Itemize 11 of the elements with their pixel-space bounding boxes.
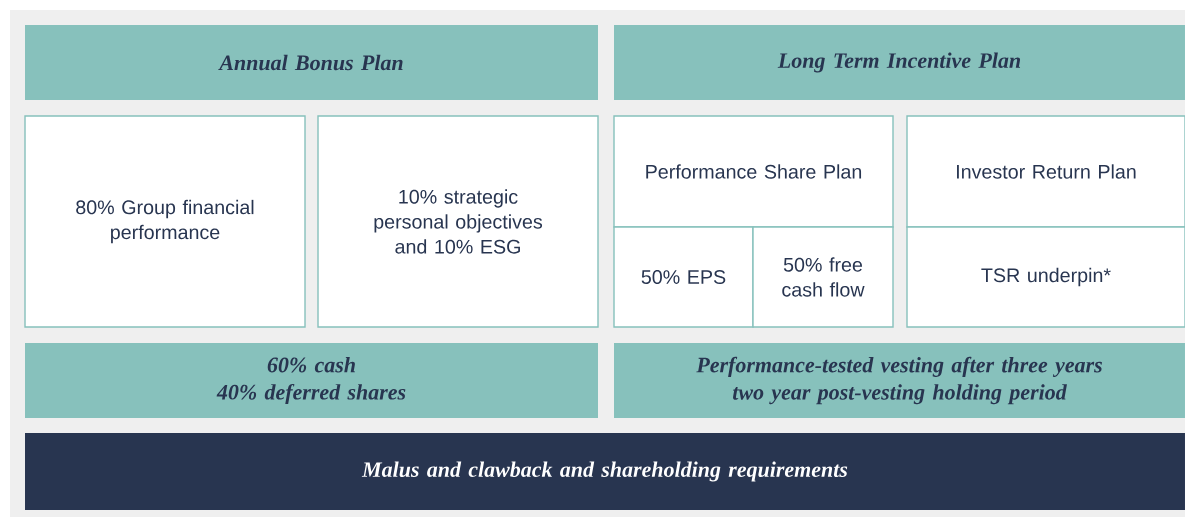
text-box: TSR underpin* [906,226,1185,328]
header-band: Long Term Incentive Plan [614,25,1185,100]
text-box: 10% strategic personal objectives and 10% ESG [317,115,599,328]
text-box: 50% EPS [613,226,754,328]
footer-band: Malus and clawback and shareholding requirements [25,433,1185,510]
header-band: Performance-tested vesting after three years two year post-vesting holding period [614,343,1185,418]
text-box: 50% free cash flow [752,226,894,328]
header-band: Annual Bonus Plan [25,25,598,100]
text-box: Investor Return Plan [906,115,1185,228]
header-band: 60% cash 40% deferred shares [25,343,598,418]
text-box: 80% Group financial performance [24,115,306,328]
